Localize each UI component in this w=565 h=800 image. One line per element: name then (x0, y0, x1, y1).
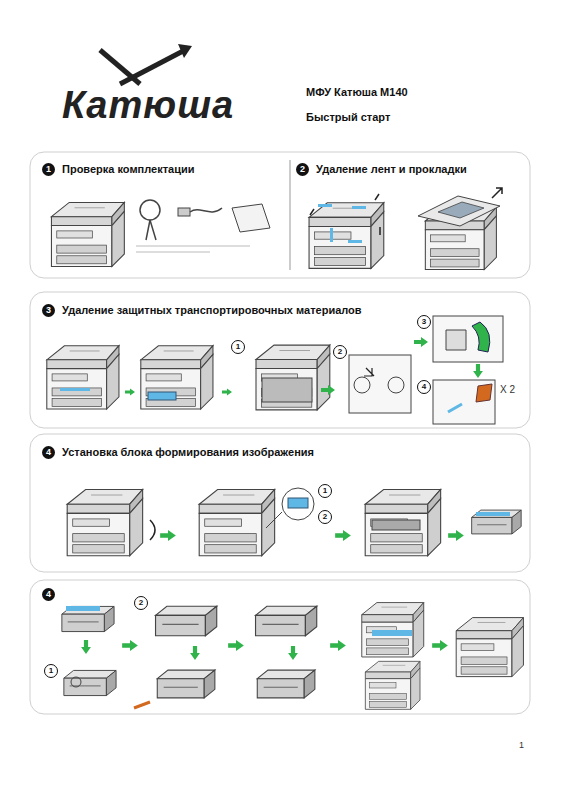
callout-number: 2 (318, 510, 332, 524)
step-number: 2 (333, 345, 347, 359)
page-number: 1 (519, 740, 524, 750)
section-number: 3 (42, 304, 55, 317)
page-title: МФУ Катюша М140 (306, 86, 408, 99)
step-number: 1 (231, 340, 245, 354)
section-panel: Проверка комплектации (36, 155, 290, 275)
section-heading: Удаление лент и прокладки (316, 163, 467, 175)
section-panel: Установка блока формирования изображения (36, 438, 526, 570)
section-number: 4 (42, 588, 55, 601)
section-number: 4 (42, 446, 55, 459)
section-panel: Удаление защитных транспортировочных мат… (36, 296, 526, 426)
section-panel: Удаление лент и прокладки (290, 155, 526, 275)
callout-number: 1 (318, 484, 332, 498)
step-number: 1 (44, 664, 58, 678)
logo-text: Катюша (62, 86, 234, 124)
subtitle: Быстрый старт (306, 111, 390, 124)
section-heading: Проверка комплектации (62, 163, 194, 175)
section-number: 1 (42, 163, 55, 176)
section-heading: Удаление защитных транспортировочных мат… (62, 304, 362, 316)
section-number: 2 (296, 163, 309, 176)
quantity-note: X 2 (500, 384, 515, 395)
section-heading: Установка блока формирования изображения (62, 446, 314, 458)
step-number: 4 (417, 380, 431, 394)
step-number: 3 (417, 315, 431, 329)
step-number: 2 (134, 596, 148, 610)
